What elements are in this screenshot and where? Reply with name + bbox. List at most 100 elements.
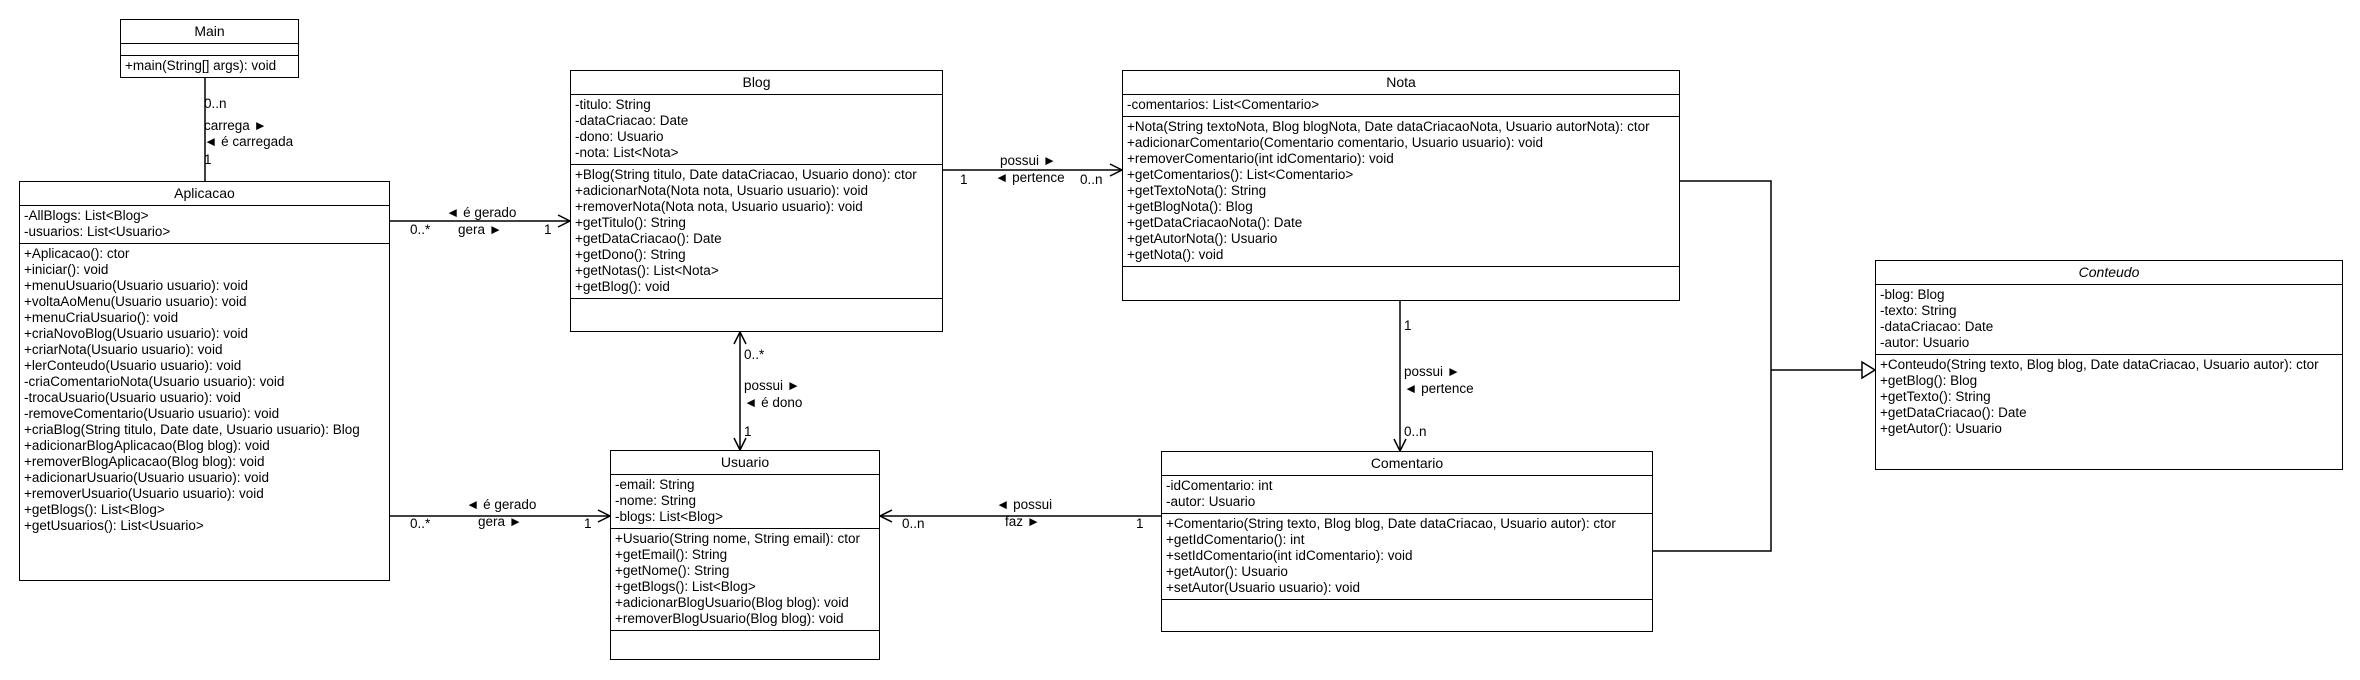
- attribute: -autor: Usuario: [1166, 494, 1256, 509]
- attributes-compartment: -email: String -nome: String -blogs: Lis…: [611, 475, 879, 529]
- operation: +getNotas(): List<Nota>: [575, 263, 719, 278]
- operation: +getAutorNota(): Usuario: [1127, 231, 1278, 246]
- class-name: Nota: [1123, 71, 1679, 95]
- operation: +Usuario(String nome, String email): cto…: [615, 531, 860, 546]
- multiplicity-label: 1: [544, 222, 552, 237]
- operation: +main(String[] args): void: [125, 58, 277, 73]
- multiplicity-label: 0..*: [410, 222, 431, 237]
- class-name: Aplicacao: [20, 182, 389, 206]
- operations-compartment: +Nota(String textoNota, Blog blogNota, D…: [1123, 117, 1679, 267]
- association-label: faz ►: [1005, 514, 1041, 529]
- attribute: -titulo: String: [575, 97, 651, 112]
- attribute: -idComentario: int: [1166, 478, 1273, 493]
- attributes-compartment: -idComentario: int -autor: Usuario: [1162, 476, 1652, 514]
- operation: +getAutor(): Usuario: [1166, 564, 1288, 579]
- operation: +getEmail(): String: [615, 547, 728, 562]
- attributes-compartment: [121, 44, 298, 56]
- class-blog[interactable]: Blog -titulo: String -dataCriacao: Date …: [570, 70, 943, 332]
- attributes-compartment: -blog: Blog -texto: String -dataCriacao:…: [1876, 285, 2342, 355]
- class-conteudo[interactable]: Conteudo -blog: Blog -texto: String -dat…: [1875, 260, 2343, 470]
- association-label: possui ►: [744, 378, 801, 393]
- attributes-compartment: -comentarios: List<Comentario>: [1123, 95, 1679, 117]
- attribute: -blogs: List<Blog>: [615, 509, 724, 524]
- class-main[interactable]: Main +main(String[] args): void: [120, 19, 299, 78]
- operation: +getBlog(): void: [575, 279, 670, 294]
- operation: +getIdComentario(): int: [1166, 532, 1305, 547]
- association-label: ◄ pertence: [1404, 381, 1474, 396]
- operations-compartment: +Comentario(String texto, Blog blog, Dat…: [1162, 514, 1652, 600]
- operation: +adicionarBlogUsuario(Blog blog): void: [615, 595, 849, 610]
- multiplicity-label: 0..n: [1404, 424, 1427, 439]
- operation: +getBlogs(): List<Blog>: [24, 502, 165, 517]
- multiplicity-label: 0..*: [744, 347, 765, 362]
- multiplicity-label: 1: [1404, 318, 1412, 333]
- generalization-comentario: [1653, 370, 1772, 552]
- association-label: ◄ é dono: [744, 395, 803, 410]
- attribute: -usuarios: List<Usuario>: [24, 224, 171, 239]
- operation: +iniciar(): void: [24, 262, 109, 277]
- arrowhead-blog-up: [733, 330, 747, 345]
- operation: +getDataCriacao(): Date: [575, 231, 722, 246]
- multiplicity-label: 0..n: [902, 516, 925, 531]
- attribute: -comentarios: List<Comentario>: [1127, 97, 1320, 112]
- class-usuario[interactable]: Usuario -email: String -nome: String -bl…: [610, 450, 880, 660]
- operation: +getDataCriacaoNota(): Date: [1127, 215, 1303, 230]
- operation: +Comentario(String texto, Blog blog, Dat…: [1166, 516, 1616, 531]
- operation: +removerBlogUsuario(Blog blog): void: [615, 611, 844, 626]
- attribute: -texto: String: [1880, 303, 1957, 318]
- association-label: possui ►: [1000, 153, 1057, 168]
- association-label: ◄ é gerado: [466, 497, 537, 512]
- multiplicity-label: 1: [960, 172, 968, 187]
- arrowhead-usuario-left: [878, 509, 893, 523]
- operation: +getBlog(): Blog: [1880, 373, 1978, 388]
- multiplicity-label: 1: [584, 516, 592, 531]
- attribute: -autor: Usuario: [1880, 335, 1970, 350]
- operation: +Conteudo(String texto, Blog blog, Date …: [1880, 357, 2319, 372]
- association-label: ◄ é carregada: [204, 134, 294, 149]
- class-name: Usuario: [611, 451, 879, 475]
- operation: -trocaUsuario(Usuario usuario): void: [24, 390, 241, 405]
- operation: +removerNota(Nota nota, Usuario usuario)…: [575, 199, 863, 214]
- operation: +removerBlogAplicacao(Blog blog): void: [24, 454, 265, 469]
- operation: +getDataCriacao(): Date: [1880, 405, 2027, 420]
- operation: +criaNovoBlog(Usuario usuario): void: [24, 326, 248, 341]
- association-label: gera ►: [458, 222, 503, 237]
- operation: +adicionarUsuario(Usuario usuario): void: [24, 470, 269, 485]
- class-aplicacao[interactable]: Aplicacao -AllBlogs: List<Blog> -usuario…: [19, 181, 390, 581]
- operation: +getBlogNota(): Blog: [1127, 199, 1253, 214]
- operation: +criarNota(Usuario usuario): void: [24, 342, 223, 357]
- operation: +Aplicacao(): ctor: [24, 246, 130, 261]
- class-comentario[interactable]: Comentario -idComentario: int -autor: Us…: [1161, 451, 1653, 632]
- generalization-nota: [1680, 180, 1772, 370]
- class-name: Comentario: [1162, 452, 1652, 476]
- operation: +getDono(): String: [575, 247, 686, 262]
- association-label: possui ►: [1404, 364, 1461, 379]
- operation: +lerConteudo(Usuario usuario): void: [24, 358, 242, 373]
- operation: +menuCriaUsuario(): void: [24, 310, 179, 325]
- class-nota[interactable]: Nota -comentarios: List<Comentario> +Not…: [1122, 70, 1680, 301]
- association-label: ◄ pertence: [995, 170, 1065, 185]
- attribute: -dataCriacao: Date: [575, 113, 689, 128]
- operations-compartment: +Aplicacao(): ctor +iniciar(): void +men…: [20, 244, 389, 537]
- attributes-compartment: -titulo: String -dataCriacao: Date -dono…: [571, 95, 942, 165]
- association-label: gera ►: [478, 514, 523, 529]
- operation: +removerUsuario(Usuario usuario): void: [24, 486, 264, 501]
- operation: +Blog(String titulo, Date dataCriacao, U…: [575, 167, 917, 182]
- operation: +adicionarComentario(Comentario comentar…: [1127, 135, 1544, 150]
- multiplicity-label: 0..*: [410, 516, 431, 531]
- attribute: -nota: List<Nota>: [575, 145, 679, 160]
- operations-compartment: +Usuario(String nome, String email): cto…: [611, 529, 879, 631]
- attribute: -dataCriacao: Date: [1880, 319, 1994, 334]
- multiplicity-label: 0..n: [1080, 172, 1103, 187]
- operation: -removeComentario(Usuario usuario): void: [24, 406, 280, 421]
- multiplicity-label: 1: [204, 152, 212, 167]
- operation: +setIdComentario(int idComentario): void: [1166, 548, 1413, 563]
- operation: +voltaAoMenu(Usuario usuario): void: [24, 294, 247, 309]
- multiplicity-label: 1: [744, 424, 752, 439]
- operation: +getTextoNota(): String: [1127, 183, 1267, 198]
- operation: +menuUsuario(Usuario usuario): void: [24, 278, 248, 293]
- association-label: ◄ é gerado: [446, 205, 517, 220]
- association-label: carrega ►: [204, 118, 267, 133]
- operation: +getTitulo(): String: [575, 215, 686, 230]
